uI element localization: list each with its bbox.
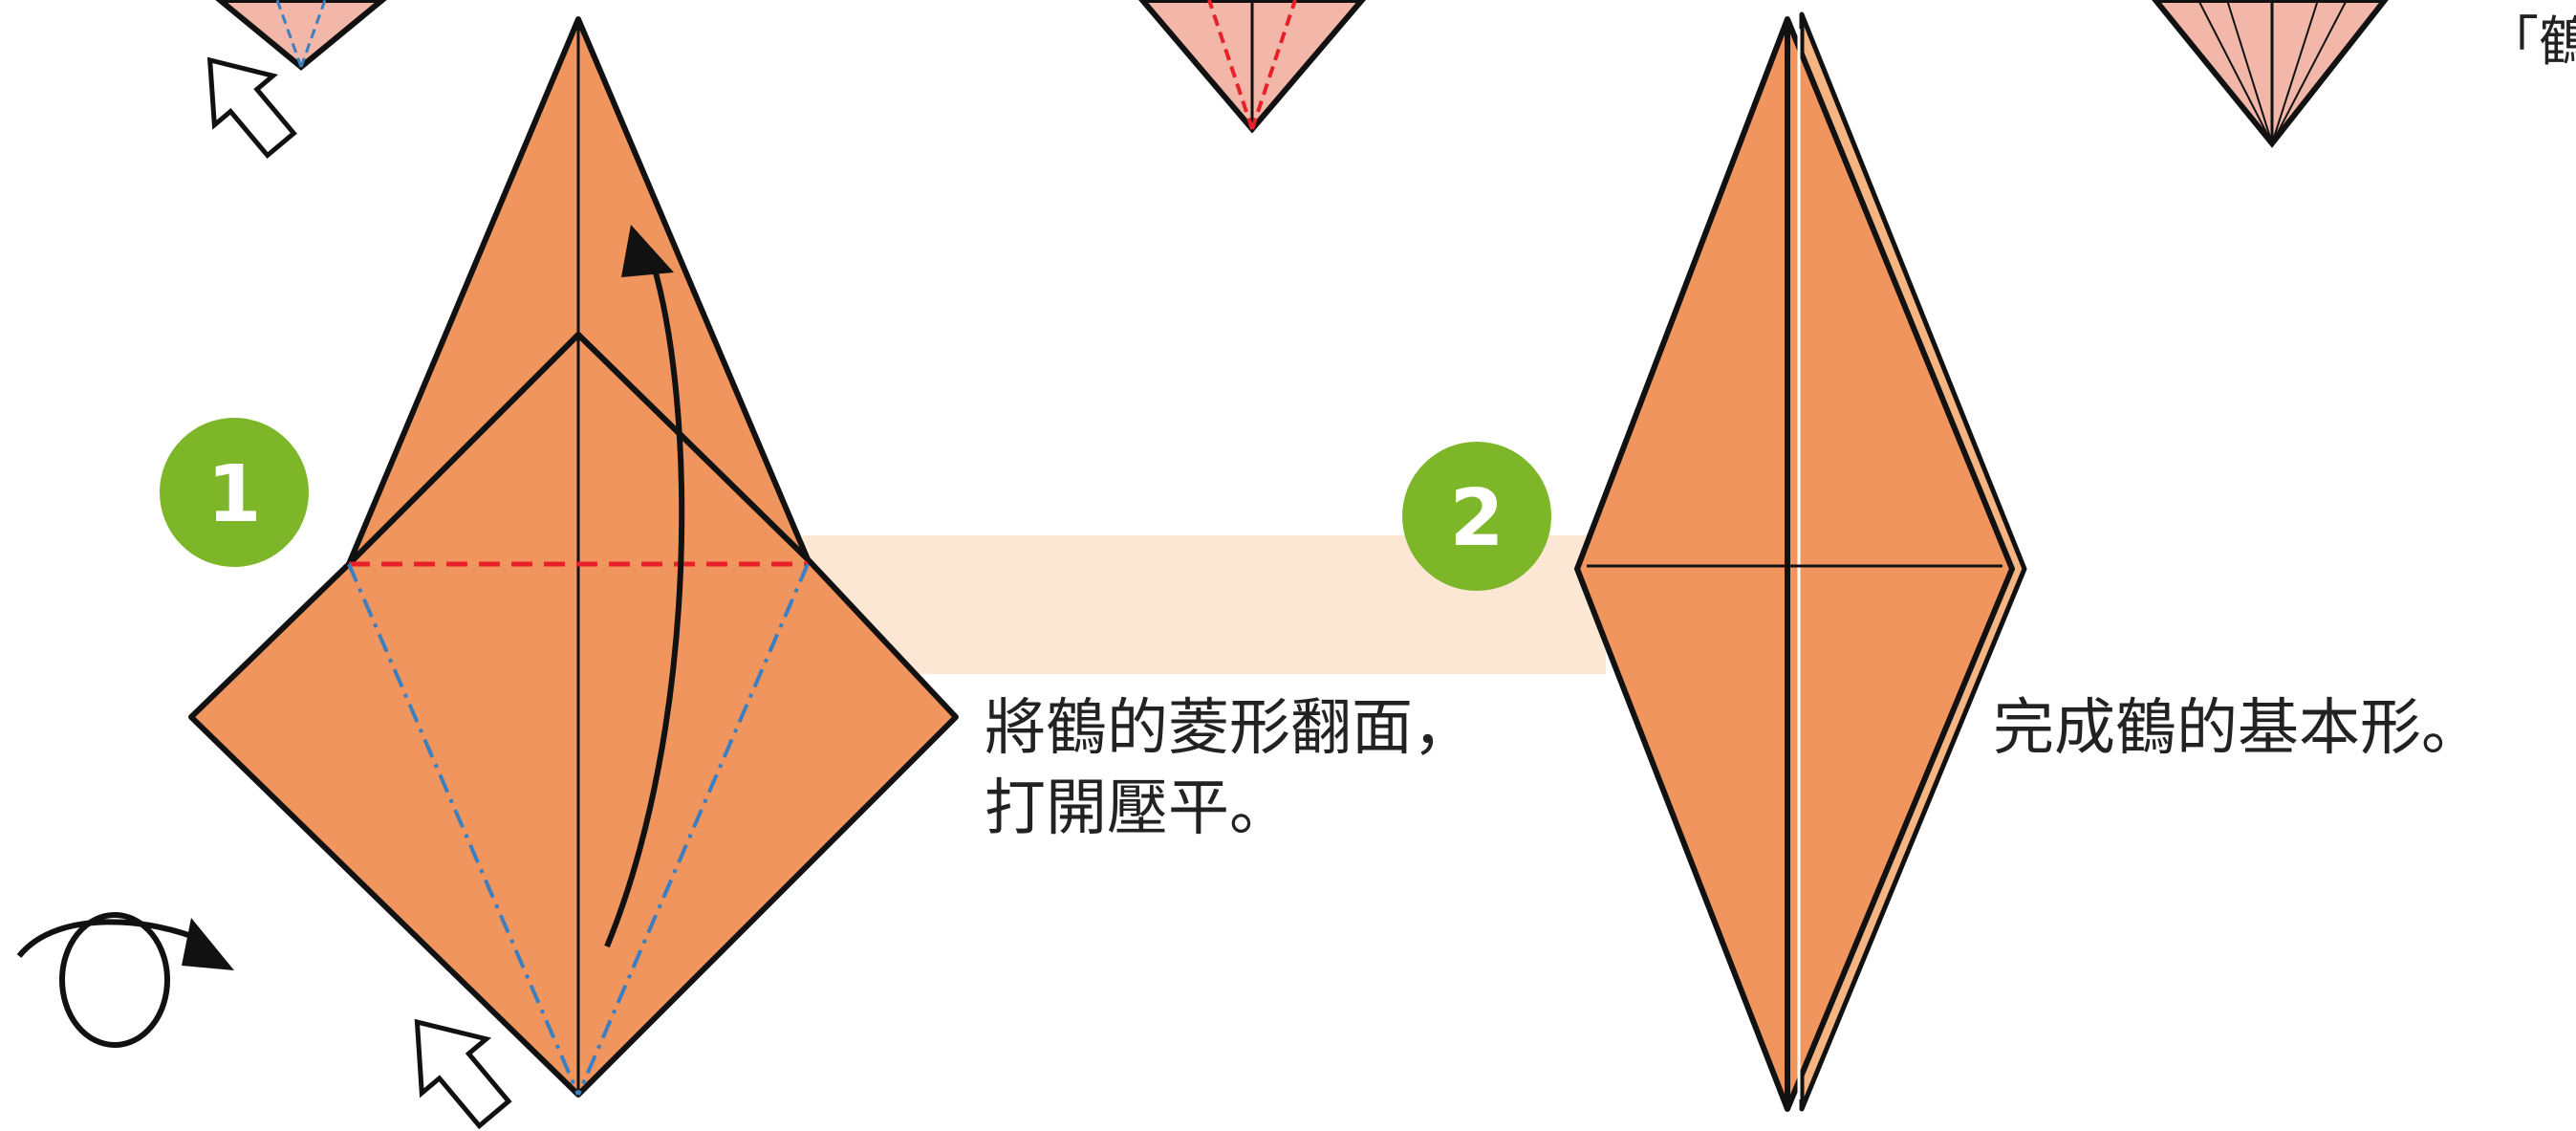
previous-step-fragment-left [215,0,387,71]
step2-caption: 完成鶴的基本形。 [1993,688,2482,769]
step1-front-diamond [188,332,959,1098]
step1-caption: 將鶴的菱形翻面， 打開壓平。 [985,688,1474,849]
step1-diagram [188,16,959,1098]
step2-kite [1574,16,2015,1112]
previous-step-fragment-middle [1138,0,1366,134]
step1-badge-number: 1 [206,449,261,540]
fold-up-arrow-icon [604,225,685,948]
press-arrow-icon [206,56,297,160]
flip-over-icon [16,912,234,1048]
step2-caption-line1: 完成鶴的基本形。 [1993,693,2482,764]
step1-badge: 1 [160,418,309,567]
step2-diagram [1574,11,2027,1112]
previous-step-fragment-right [2152,0,2389,148]
step1-caption-line2: 打開壓平。 [985,773,1290,844]
step2-badge: 2 [1402,442,1551,591]
press-arrow-icon [414,1018,512,1130]
step1-caption-line1: 將鶴的菱形翻面， [985,693,1474,764]
corner-text-fragment: 「鶴 [2485,11,2576,74]
step2-badge-number: 2 [1449,473,1504,564]
